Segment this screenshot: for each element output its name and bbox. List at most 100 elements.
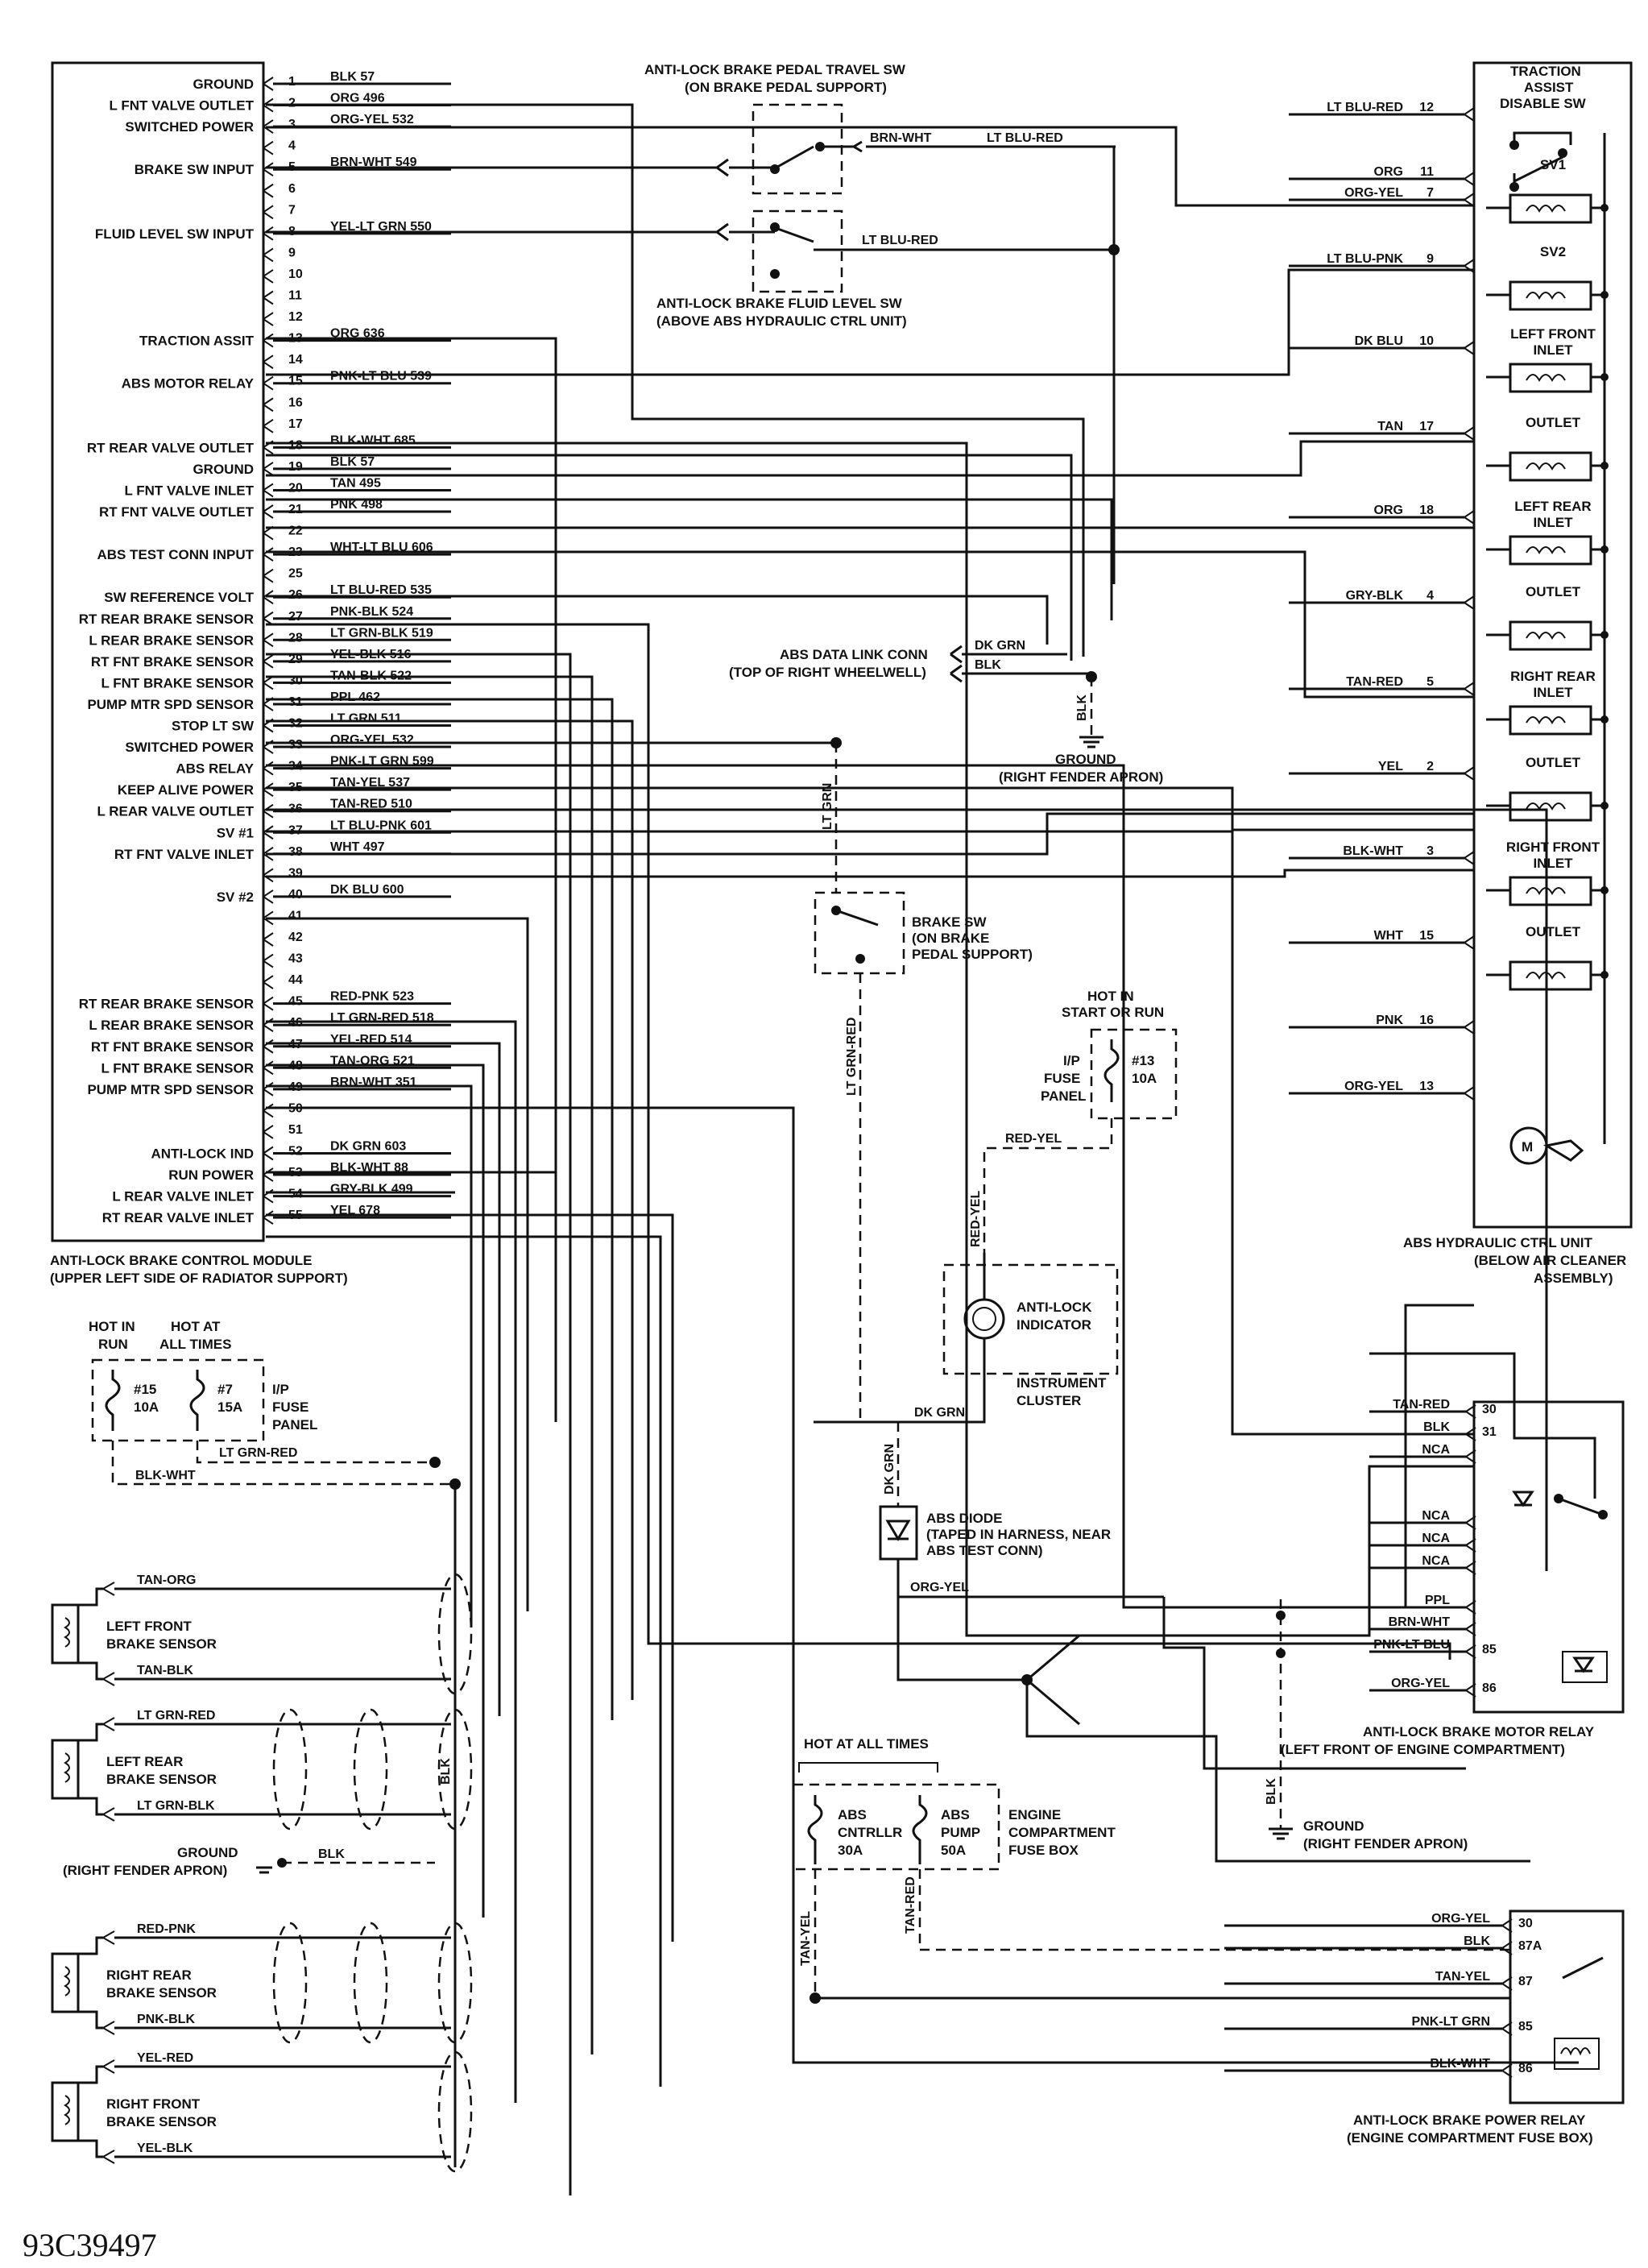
- anti-lock-indicator: ANTI-LOCK INDICATOR INSTRUMENT CLUSTER D…: [814, 1253, 1119, 1424]
- fuse-13-ip-panel: HOT IN START OR RUN #13 10A I/P FUSE PAN…: [969, 989, 1178, 1253]
- ground-top-wire: BLK: [1075, 694, 1089, 721]
- ground-relay-location: (RIGHT FENDER APRON): [1303, 1836, 1468, 1851]
- sensor-name: RIGHT REAR: [106, 1967, 192, 1983]
- power-relay-title-1: ANTI-LOCK BRAKE POWER RELAY: [1353, 2113, 1586, 2128]
- hcu-pin-number: 11: [1420, 165, 1434, 179]
- diode-wire-out: ORG-YEL: [910, 1581, 969, 1594]
- module-pin-number: 22: [288, 525, 303, 538]
- engine-fuse2-3: 50A: [941, 1843, 966, 1858]
- module-pin-number: 25: [288, 567, 303, 581]
- module-pin-label: SW REFERENCE VOLT: [104, 590, 254, 605]
- hcu-pin-arrow: [1464, 1086, 1475, 1101]
- motor-relay-wire: BRN-WHT: [1389, 1615, 1451, 1629]
- shield-ellipse: [437, 1922, 473, 2044]
- hcu-pin-arrow: [1464, 595, 1475, 610]
- module-pin-arrow: [263, 312, 274, 326]
- hcu-pin-wire: ORG: [1374, 165, 1403, 179]
- module-location: (UPPER LEFT SIDE OF RADIATOR SUPPORT): [50, 1271, 348, 1286]
- sensor-wire-bottom: PNK-BLK: [137, 2013, 195, 2026]
- motor-relay-pin: 85: [1482, 1643, 1497, 1656]
- engine-fuse-wire-a: TAN-YEL: [799, 1911, 813, 1966]
- module-pin-wire: DK GRN 603: [330, 1140, 406, 1154]
- hcu-pin-number: 4: [1426, 589, 1434, 603]
- hcu-pin-arrow: [1464, 935, 1475, 950]
- hcu-pin-number: 7: [1426, 186, 1434, 200]
- valve-label-sub: INLET: [1533, 856, 1573, 871]
- module-pin-arrow: [263, 462, 274, 476]
- module-pin-label: FLUID LEVEL SW INPUT: [95, 226, 255, 242]
- motor-relay-wire: ORG-YEL: [1391, 1677, 1450, 1690]
- module-pin-arrow: [263, 868, 274, 883]
- brake-sw-title: BRAKE SW: [912, 914, 988, 930]
- module-pin-number: 52: [288, 1145, 303, 1159]
- motor-relay-wire: BLK: [1423, 1420, 1450, 1434]
- sensor-coil-icon: [51, 1952, 80, 2013]
- left-fuse-hot-run-1: HOT IN: [89, 1319, 135, 1334]
- module-pin-arrow: [263, 140, 274, 155]
- module-pin-number: 44: [288, 973, 303, 987]
- fuse15-amp: 10A: [134, 1399, 159, 1415]
- motor-relay-wire: NCA: [1422, 1509, 1450, 1523]
- module-pin-label: SV #2: [217, 889, 254, 905]
- engine-fuse-hot: HOT AT ALL TIMES: [804, 1736, 929, 1752]
- module-pin-wire: PNK 498: [330, 498, 383, 512]
- sensor-wire-bottom: TAN-BLK: [137, 1664, 193, 1677]
- traction-sw-title-1: TRACTION: [1510, 64, 1581, 79]
- valve-label: OUTLET: [1526, 584, 1581, 599]
- module-pin-wire: DK BLU 600: [330, 883, 404, 897]
- module-pin-number: 2: [288, 97, 296, 110]
- module-pin-number: 46: [288, 1016, 303, 1030]
- module-pin-label: L FNT VALVE OUTLET: [110, 98, 255, 114]
- module-pin-label: L REAR VALVE OUTLET: [97, 804, 254, 819]
- motor-relay-wire: PPL: [1425, 1594, 1450, 1607]
- motor-relay-pin: 31: [1482, 1425, 1497, 1439]
- module-pin-arrow: [263, 825, 274, 840]
- module-pin-number: 19: [288, 460, 303, 474]
- module-pin-number: 33: [288, 738, 303, 752]
- hcu-pin-wire: TAN: [1377, 420, 1403, 433]
- module-pin-wire: ORG-YEL 532: [330, 113, 414, 126]
- module-pin-arrow: [263, 953, 274, 968]
- motor-relay-arrow: [1465, 1449, 1476, 1464]
- engine-fuse1-2: CNTRLLR: [838, 1825, 902, 1840]
- fuse13-hot-2: START OR RUN: [1062, 1005, 1164, 1020]
- module-pin-label: SWITCHED POWER: [125, 740, 254, 755]
- module-pin-number: 27: [288, 610, 303, 624]
- hcu-pin-number: 3: [1426, 844, 1434, 858]
- module-pin-arrow: [263, 761, 274, 776]
- sensor-ground-title: GROUND: [177, 1845, 238, 1860]
- ground-top-location: (RIGHT FENDER APRON): [999, 769, 1163, 785]
- module-pin-label: RUN POWER: [168, 1167, 254, 1183]
- valve-label: OUTLET: [1526, 924, 1581, 939]
- fuse13-ip-2: FUSE: [1044, 1071, 1080, 1086]
- indicator-wire: DK GRN: [914, 1406, 965, 1420]
- motor-relay-pin: 86: [1482, 1681, 1497, 1695]
- valve-label: SV2: [1540, 244, 1566, 259]
- module-pin-arrow: [263, 1146, 274, 1161]
- module-pin-number: 39: [288, 866, 303, 880]
- engine-fuse-wire-b: TAN-RED: [904, 1876, 917, 1934]
- left-fuse-hot-all-2: ALL TIMES: [159, 1337, 231, 1352]
- power-relay-pin: 85: [1518, 2020, 1533, 2034]
- valve-label: RIGHT REAR: [1510, 669, 1596, 684]
- module-pin-wire: LT BLU-PNK 601: [330, 819, 432, 832]
- shield-ellipse: [353, 1922, 388, 2044]
- brake-sw-wire-down: LT GRN-RED: [845, 1018, 859, 1096]
- sensor-name-sub: BRAKE SENSOR: [106, 1636, 217, 1652]
- module-pin-wire: TAN-RED 510: [330, 798, 412, 811]
- hcu-pin-wire: LT BLU-PNK: [1327, 252, 1403, 266]
- sensor-shield-ground: GROUND (RIGHT FENDER APRON) BLK BLK: [63, 1484, 457, 2167]
- motor-relay-title-1: ANTI-LOCK BRAKE MOTOR RELAY: [1363, 1724, 1595, 1739]
- hcu-pin-number: 13: [1419, 1080, 1434, 1093]
- module-pin-label: L FNT BRAKE SENSOR: [101, 675, 254, 690]
- module-pin-arrow: [263, 547, 274, 562]
- module-pin-number: 12: [288, 310, 303, 324]
- module-pin-label: STOP LT SW: [172, 719, 255, 734]
- hcu-pin-arrow: [1464, 1020, 1475, 1034]
- sensor-coil-icon: [51, 2081, 80, 2142]
- module-pin-label: ANTI-LOCK IND: [151, 1146, 254, 1162]
